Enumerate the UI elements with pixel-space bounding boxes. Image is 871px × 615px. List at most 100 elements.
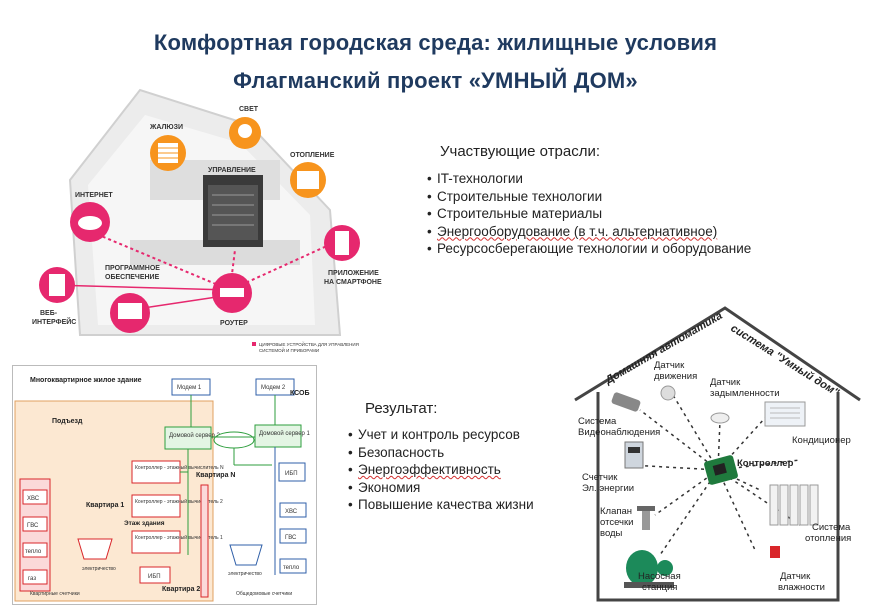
label-video-2: Видеонаблюдения bbox=[578, 427, 660, 438]
heating-icon bbox=[290, 162, 326, 198]
svg-text:Контроллер - этажный вычислите: Контроллер - этажный вычислитель 1 bbox=[135, 534, 223, 541]
smartphone-icon bbox=[324, 225, 360, 261]
ups-right: ИБП bbox=[278, 462, 306, 482]
apartment-2-label: Квартира 2 bbox=[162, 586, 200, 593]
smoke-sensor-icon bbox=[710, 412, 730, 424]
list-item: •Энергооборудование (в т.ч. альтернативн… bbox=[427, 223, 718, 239]
list-item: •Ресурсосберегающие технологии и оборудо… bbox=[427, 241, 752, 256]
list-item: •Учет и контроль ресурсов bbox=[348, 427, 520, 442]
label-heating: ОТОПЛЕНИЕ bbox=[290, 152, 335, 159]
label-valve-2: отсечки bbox=[600, 517, 633, 528]
apartment-1-label: Квартира 1 bbox=[86, 502, 124, 509]
label-software-1: ПРОГРАММНОЕ bbox=[105, 265, 160, 272]
industries-list: •IT-технологии •Строительные технологии … bbox=[427, 170, 751, 258]
common-gvs: ГВС bbox=[285, 535, 297, 541]
label-valve-3: воды bbox=[600, 528, 623, 539]
list-item: •Энергоэффективность bbox=[348, 462, 501, 477]
label-light: СВЕТ bbox=[239, 106, 259, 113]
label-app-1: ПРИЛОЖЕНИЕ bbox=[328, 270, 379, 277]
label-web-1: ВЕБ- bbox=[40, 310, 58, 317]
label-blinds: ЖАЛЮЗИ bbox=[149, 124, 183, 131]
light-icon bbox=[229, 117, 261, 149]
smart-house-diagram: СВЕТ ЖАЛЮЗИ ОТОПЛЕНИЕ УПРАВЛЕНИЕ ИНТЕРНЕ… bbox=[32, 88, 382, 353]
label-control: УПРАВЛЕНИЕ bbox=[208, 167, 256, 174]
ups-left: ИБП bbox=[139, 566, 171, 584]
label-internet: ИНТЕРНЕТ bbox=[75, 192, 113, 199]
label-valve-1: Клапан bbox=[600, 506, 632, 517]
laptop-icon bbox=[110, 293, 150, 333]
label-software-2: ОБЕСПЕЧЕНИЕ bbox=[105, 274, 160, 281]
label-meter-2: Эл. энергии bbox=[582, 483, 634, 494]
industries-heading: Участвующие отрасли: bbox=[440, 143, 601, 160]
label-humidity-2: влажности bbox=[778, 582, 825, 593]
label-motion-2: движения bbox=[654, 371, 697, 382]
electricity-label-1: электричество bbox=[82, 566, 116, 572]
label-motion-1: Датчик bbox=[654, 360, 685, 371]
controller-1: Контроллер - этажный вычислитель 1 bbox=[131, 530, 223, 554]
label-pump-2: станция bbox=[642, 582, 677, 593]
legend-line-2: СИСТЕМОЙ И ПРИБОРАМИ bbox=[259, 346, 319, 353]
radiator-icon bbox=[769, 484, 819, 526]
modem-2: Модем 2 bbox=[255, 378, 295, 396]
common-heat: тепло bbox=[283, 565, 300, 571]
list-item: •IT-технологии bbox=[427, 171, 523, 186]
list-item: •Повышение качества жизни bbox=[348, 497, 534, 512]
label-router: РОУТЕР bbox=[220, 320, 248, 327]
label-heating-2: отопления bbox=[805, 533, 851, 544]
label-humidity-1: Датчик bbox=[780, 571, 811, 582]
camera-icon bbox=[611, 392, 641, 412]
label-heating-1: Система bbox=[812, 522, 851, 533]
blinds-icon bbox=[150, 135, 186, 171]
motion-sensor-icon bbox=[660, 385, 676, 401]
label-app-2: НА СМАРТФОНЕ bbox=[324, 279, 382, 286]
title-line-1: Комфортная городская среда: жилищные усл… bbox=[153, 30, 718, 55]
ksob-label: КСОБ bbox=[290, 390, 310, 397]
floor-label: Этаж здания bbox=[124, 520, 165, 527]
list-item: •Строительные технологии bbox=[427, 188, 603, 204]
common-hvs: ХВС bbox=[285, 509, 298, 515]
legend-line-1: ЦИФРОВЫЕ УСТРОЙСТВА ДЛЯ УПРАВЛЕНИЯ bbox=[259, 340, 359, 347]
list-item: •Экономия bbox=[348, 479, 421, 495]
svg-text:Контроллер - этажный вычислите: Контроллер - этажный вычислитель N bbox=[135, 464, 224, 471]
house-server-1: Домовой сервер 1 bbox=[254, 424, 311, 448]
entrance-label: Подъезд bbox=[52, 418, 83, 425]
pump-station-icon bbox=[624, 550, 674, 588]
heat-label: тепло bbox=[25, 549, 42, 555]
controller-2: Контроллер - этажный вычислитель 2 bbox=[131, 494, 223, 518]
svg-text:Домовой сервер 2: Домовой сервер 2 bbox=[169, 432, 221, 439]
router-icon bbox=[212, 273, 252, 313]
label-pump-1: Насосная bbox=[638, 571, 681, 582]
hvs-label: ХВС bbox=[27, 496, 40, 502]
label-video-1: Система bbox=[578, 416, 617, 427]
apt-meters-label: Квартирные счетчики bbox=[30, 591, 80, 597]
common-meters-label: Общедомовые счетчики bbox=[236, 591, 292, 597]
building-scheme: Многоквартирное жилое здание Подъезд Мод… bbox=[12, 365, 317, 605]
label-web-2: ИНТЕРФЕЙС bbox=[32, 317, 76, 326]
controller-board-icon bbox=[704, 455, 738, 485]
air-conditioner-icon bbox=[764, 401, 806, 427]
title-line-2: Флагманский проект «УМНЫЙ ДОМ» bbox=[233, 68, 638, 93]
svg-text:Домовой сервер 1: Домовой сервер 1 bbox=[259, 430, 311, 437]
gvs-label: ГВС bbox=[27, 523, 39, 529]
list-item: •Безопасность bbox=[348, 444, 445, 460]
svg-text:Модем 1: Модем 1 bbox=[177, 385, 202, 391]
label-meter-1: Счетчик bbox=[582, 472, 618, 483]
svg-text:Контроллер - этажный вычислите: Контроллер - этажный вычислитель 2 bbox=[135, 498, 223, 505]
gas-label: газ bbox=[28, 576, 36, 582]
modem-1: Модем 1 bbox=[171, 378, 211, 396]
internet-cloud-icon bbox=[70, 202, 110, 242]
electric-meter-icon bbox=[624, 441, 644, 469]
controller-label: Контроллер bbox=[737, 458, 794, 469]
apartment-n-label: Квартира N bbox=[196, 472, 235, 479]
electricity-label-2: электричество bbox=[228, 571, 262, 577]
label-smoke-1: Датчик bbox=[710, 377, 741, 388]
results-list: •Учет и контроль ресурсов •Безопасность … bbox=[348, 426, 534, 514]
home-automation-diagram: Домашняя автоматика система "Умный дом" … bbox=[574, 306, 861, 602]
label-ac: Кондиционер bbox=[792, 435, 851, 446]
humidity-sensor-icon bbox=[770, 546, 780, 558]
results-heading: Результат: bbox=[365, 400, 438, 417]
web-interface-icon bbox=[39, 267, 75, 303]
svg-text:Модем 2: Модем 2 bbox=[261, 385, 286, 391]
svg-text:ИБП: ИБП bbox=[285, 471, 298, 477]
label-smoke-2: задымленности bbox=[710, 388, 780, 399]
